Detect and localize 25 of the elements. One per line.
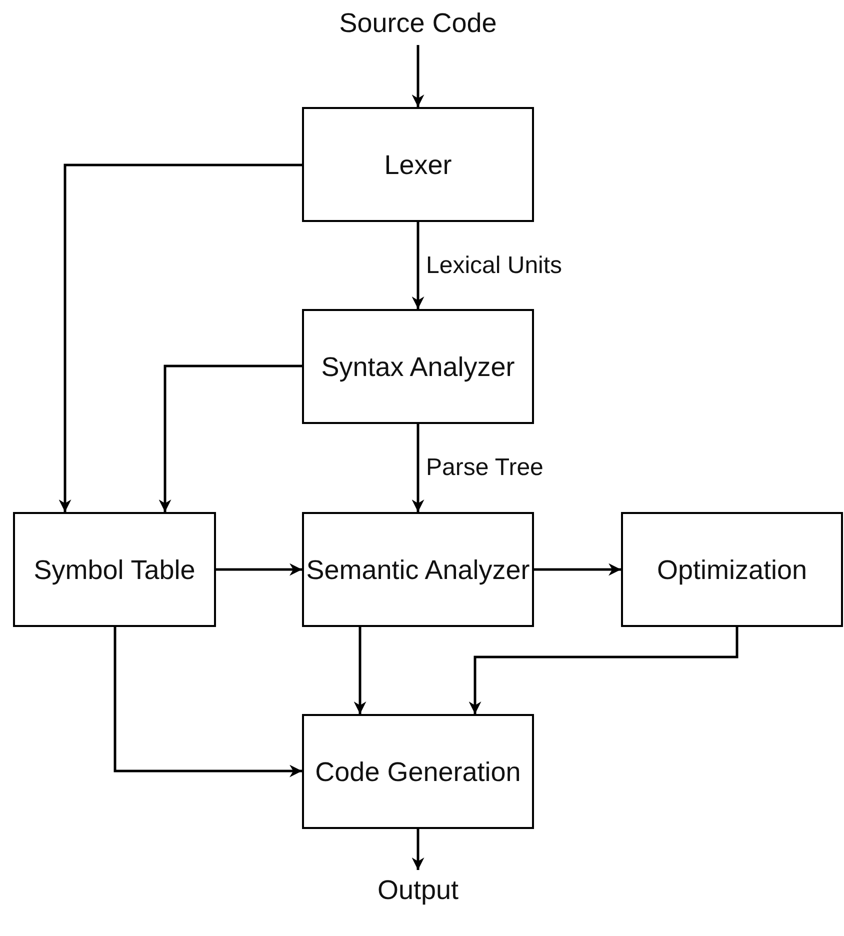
process-box [13,512,216,627]
arrow [412,45,424,107]
process-box [621,512,843,627]
process-label: Optimization [656,554,808,586]
process-label: Semantic Analyzer [306,554,530,586]
process-box [302,512,534,627]
arrow [412,424,424,512]
flow-terminal-text: Source Code [339,7,497,40]
arrow [114,627,302,778]
process-box [302,107,534,222]
arrow [412,222,424,309]
flow-terminal-text: Output [377,874,459,907]
arrow [412,829,424,870]
arrow [216,563,302,576]
arrow [534,563,621,576]
process-label: Code Generation [315,756,521,788]
process-label: Lexer [384,148,452,182]
arrow [354,627,366,714]
arrow [468,627,738,714]
process-box [302,714,534,829]
process-label: Syntax Analyzer [321,350,515,384]
process-label: Symbol Table [34,554,196,586]
process-box [302,309,534,424]
arrow [58,164,302,512]
arrow [158,364,302,512]
